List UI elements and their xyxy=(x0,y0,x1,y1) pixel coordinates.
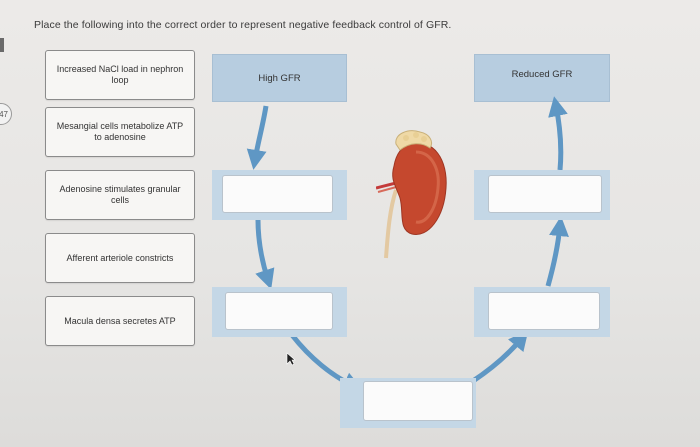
arrow-slot1-to-slot2 xyxy=(255,219,275,290)
arrow-slot5-to-reduced-gfr xyxy=(548,96,568,171)
instruction-text: Place the following into the correct ord… xyxy=(34,19,452,31)
drop-slot-3[interactable] xyxy=(363,381,473,421)
drop-slot-1[interactable] xyxy=(222,175,333,213)
arrow-high-gfr-to-slot1 xyxy=(246,105,269,170)
drop-slot-5[interactable] xyxy=(488,175,602,213)
card-label: Mesangial cells metabolize ATP to adenos… xyxy=(56,121,184,142)
label-reduced-gfr: Reduced GFR xyxy=(474,54,610,102)
left-edge-marker xyxy=(0,38,4,52)
card-mesangial-cells[interactable]: Mesangial cells metabolize ATP to adenos… xyxy=(45,107,195,157)
arrow-slot4-to-slot5 xyxy=(545,216,569,287)
card-increased-nacl[interactable]: Increased NaCl load in nephron loop xyxy=(45,50,195,100)
drop-slot-2[interactable] xyxy=(225,292,333,330)
card-label: Increased NaCl load in nephron loop xyxy=(56,64,184,85)
card-adenosine-stimulates[interactable]: Adenosine stimulates granular cells xyxy=(45,170,195,220)
card-label: Afferent arteriole constricts xyxy=(66,252,174,263)
card-afferent-arteriole[interactable]: Afferent arteriole constricts xyxy=(45,233,195,283)
card-macula-densa[interactable]: Macula densa secretes ATP xyxy=(45,296,195,346)
card-label: Adenosine stimulates granular cells xyxy=(59,184,181,205)
arrow-slot3-to-slot4 xyxy=(468,330,529,386)
label-high-gfr: High GFR xyxy=(212,54,347,102)
card-label: Macula densa secretes ATP xyxy=(64,315,176,326)
mouse-cursor-icon xyxy=(286,352,296,366)
label-high-gfr-text: High GFR xyxy=(258,73,301,84)
drop-slot-4[interactable] xyxy=(488,292,600,330)
kidney-illustration xyxy=(376,130,447,259)
label-reduced-gfr-text: Reduced GFR xyxy=(511,69,573,80)
